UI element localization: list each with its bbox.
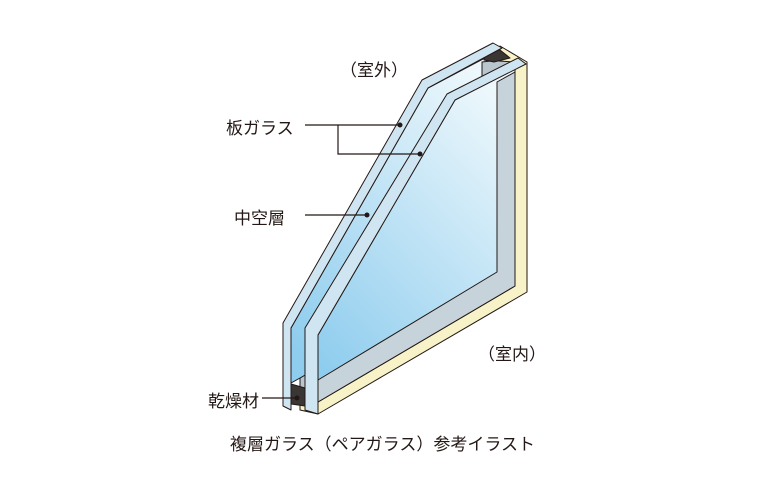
label-air-layer: 中空層 [234, 209, 285, 229]
label-desiccant: 乾燥材 [208, 392, 259, 412]
inner-pane-edge [304, 57, 527, 415]
leader-dot [294, 395, 300, 401]
label-glass-pane: 板ガラス [226, 119, 294, 139]
outer-pane-edge [282, 42, 503, 411]
leader-dot [364, 212, 370, 218]
label-indoor: （室内） [478, 345, 546, 365]
label-outdoor: （室外） [340, 61, 408, 81]
leader-glass-2 [337, 125, 420, 155]
caption: 複層ガラス（ペアガラス）参考イラスト [230, 435, 535, 455]
bottom-desiccant [290, 383, 306, 407]
leader-dot [417, 151, 423, 157]
leader-dot [397, 122, 403, 128]
